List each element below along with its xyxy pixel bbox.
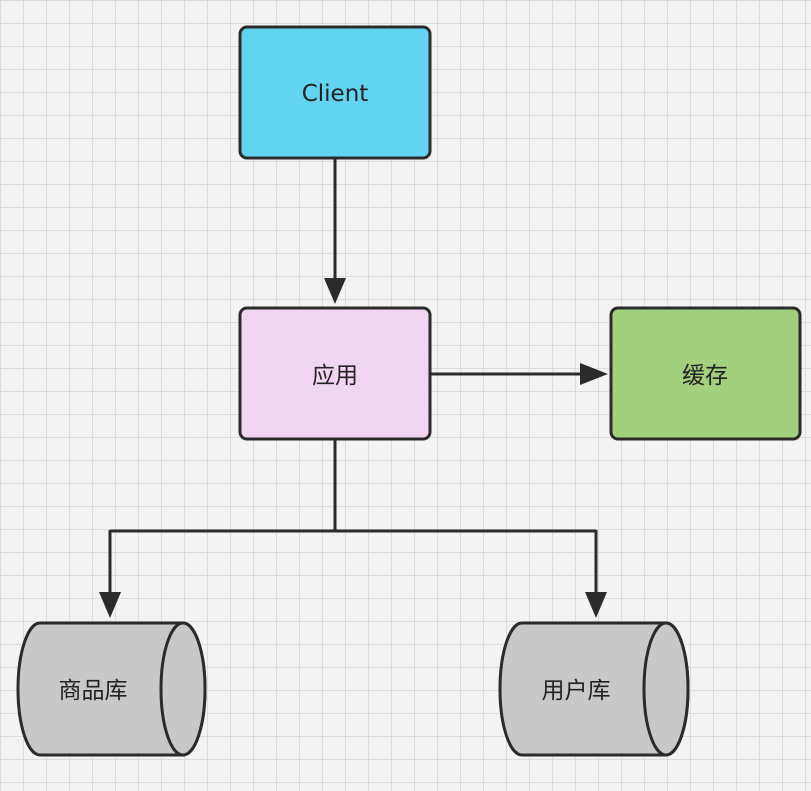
node-client: Client	[238, 25, 432, 160]
node-app-label: 应用	[312, 363, 358, 389]
edge-app-to-goods-db-arrowhead	[99, 592, 121, 618]
edge-app-to-user-db-arrowhead	[585, 592, 607, 618]
node-user-db: 用户库	[498, 621, 690, 757]
node-user-db-end	[642, 621, 690, 757]
node-goods-db-end	[159, 621, 207, 757]
node-cache-box	[609, 306, 802, 441]
edge-app-to-cache-arrowhead	[580, 363, 608, 385]
node-user-db-label: 用户库	[542, 678, 611, 704]
edges	[99, 158, 608, 618]
node-cache-label: 缓存	[682, 363, 728, 389]
node-app-box	[238, 306, 432, 441]
node-app: 应用	[238, 306, 432, 441]
node-goods-db: 商品库	[16, 621, 207, 757]
node-client-box	[238, 25, 432, 160]
node-client-label: Client	[302, 81, 369, 107]
node-goods-db-label: 商品库	[59, 678, 128, 704]
node-cache: 缓存	[609, 306, 802, 441]
edge-client-to-app-arrowhead	[324, 278, 346, 304]
